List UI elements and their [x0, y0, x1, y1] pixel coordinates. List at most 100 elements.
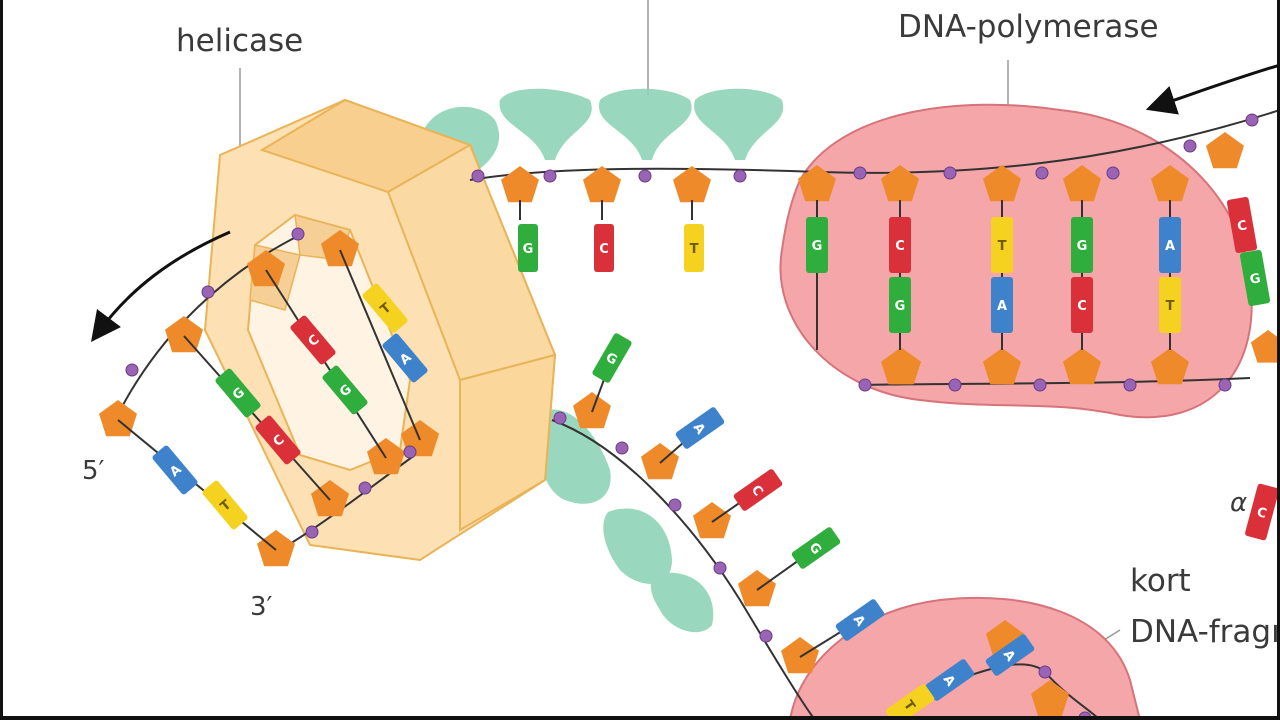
sugar-lagging-1: [641, 443, 679, 480]
sugar-lagging-2: [693, 502, 731, 539]
pol-top-base-3: G: [1071, 217, 1093, 273]
base-block: [991, 217, 1013, 273]
base-letter: A: [1165, 239, 1175, 254]
base-block: [985, 634, 1035, 676]
phosphate-lagging-0: [553, 411, 567, 425]
sugar-duplex-a-1: [165, 316, 203, 353]
new-strand-polymerase: [859, 377, 1251, 386]
base-letter: C: [1255, 505, 1268, 522]
base-block: [806, 217, 828, 273]
base-block: [594, 224, 614, 272]
phosphate-pol-top-0: [853, 166, 867, 180]
duplex-base-a-3: T: [362, 283, 408, 333]
base-block: [675, 407, 725, 449]
sugar-pol-top-1: [881, 165, 919, 202]
base-letter: A: [997, 299, 1007, 314]
dna-polymerase-enzyme-lower: [788, 596, 1142, 720]
lower-base-a-0: A: [925, 659, 975, 701]
sugar-pol-bottom-2: [983, 348, 1021, 385]
sugar-pol-bottom-4: [1151, 348, 1189, 385]
base-letter: G: [1249, 271, 1262, 288]
pol-top-base-1: C: [889, 217, 911, 273]
duplex-left-strand: [114, 234, 301, 421]
phosphate-top-2: [638, 169, 652, 183]
sugar-pol-top-2: [983, 165, 1021, 202]
sugar-duplex-a-3: [321, 230, 359, 267]
base-block: [362, 283, 408, 333]
phosphate-duplex-4: [358, 481, 372, 495]
base-block: [885, 684, 935, 720]
edge-base-bottom-0: G: [1239, 249, 1271, 307]
partial-edge-label: α: [1230, 488, 1248, 518]
base-letter: G: [523, 242, 534, 257]
base-letter: T: [690, 242, 699, 257]
base-block: [889, 217, 911, 273]
sugar-pol-bottom-3: [1063, 348, 1101, 385]
sugar-top-2: [673, 166, 711, 203]
lagging-base-a-4: A: [835, 599, 885, 641]
top-base-t-2: T: [684, 224, 704, 272]
pol-bottom-base-1: G: [889, 277, 911, 333]
short-fragment-label-line2: DNA-fragı: [1130, 614, 1280, 650]
base-block: [322, 365, 368, 415]
base-block: [835, 599, 885, 641]
lagging-base-g-3: G: [791, 527, 841, 569]
pol-bottom-base-2: A: [991, 277, 1013, 333]
five-prime-label: 5′: [82, 456, 105, 486]
duplex-stem-2: [265, 269, 387, 459]
frame-bottom-border: [0, 716, 1280, 720]
pol-top-base-0: G: [806, 217, 828, 273]
phosphate-duplex-2: [291, 227, 305, 241]
edge-base-top-0: C: [1226, 196, 1258, 254]
base-block: [684, 224, 704, 272]
phosphate-top-3: [733, 169, 747, 183]
sugar-lagging-3: [738, 570, 776, 607]
sugar-duplex-b-0: [257, 530, 295, 567]
phosphate-lagging-1: [615, 441, 629, 455]
base-letter: T: [1166, 299, 1175, 314]
phosphate-pol-bottom-3: [1123, 378, 1137, 392]
phosphate-lagging-2: [668, 498, 682, 512]
base-block: [733, 469, 783, 511]
duplex-base-b-3: A: [382, 333, 428, 383]
phosphate-pol-bottom-1: [948, 378, 962, 392]
sugar-lagging-4: [781, 637, 819, 674]
phosphate-pol-top-1: [943, 166, 957, 180]
base-block: [1239, 249, 1271, 307]
phosphate-pol-top-5: [1245, 113, 1259, 127]
base-block: [1159, 277, 1181, 333]
single-strand-binding-proteins: [419, 88, 784, 633]
lower-base-b-0: T: [885, 684, 935, 720]
base-block: [791, 527, 841, 569]
pol-top-base-2: T: [991, 217, 1013, 273]
sugar-pol-top-3: [1063, 165, 1101, 202]
frame-left-border: [0, 0, 3, 720]
duplex-base-b-2: G: [322, 365, 368, 415]
unwinding-direction-arrow: [90, 230, 231, 342]
base-letter: G: [1077, 239, 1088, 254]
lagging-base-g-0: G: [592, 333, 632, 383]
lower-base-a-1: A: [985, 634, 1035, 676]
sugar-duplex-b-2: [367, 438, 405, 475]
sugar-pol-top-4: [1151, 165, 1189, 202]
base-block: [1159, 217, 1181, 273]
sugar-edge-low-0: [1250, 330, 1280, 363]
phosphate-duplex-0: [125, 363, 139, 377]
three-prime-label: 3′: [250, 592, 273, 622]
base-block: [152, 445, 198, 495]
base-block: [290, 315, 336, 365]
lagging-base-c-2: C: [733, 469, 783, 511]
base-block: [991, 277, 1013, 333]
sugar-top-0: [501, 166, 539, 203]
duplex-stem-1: [183, 335, 331, 501]
base-letter: G: [812, 239, 823, 254]
template-strand-top: [469, 109, 1280, 181]
top-base-g-0: G: [518, 224, 538, 272]
base-letter: C: [895, 239, 905, 254]
phosphate-duplex-1: [201, 285, 215, 299]
phosphate-lagging-3: [713, 561, 727, 575]
duplex-stem-3: [339, 249, 421, 441]
base-block: [592, 333, 632, 383]
phosphate-pol-top-2: [1035, 166, 1049, 180]
